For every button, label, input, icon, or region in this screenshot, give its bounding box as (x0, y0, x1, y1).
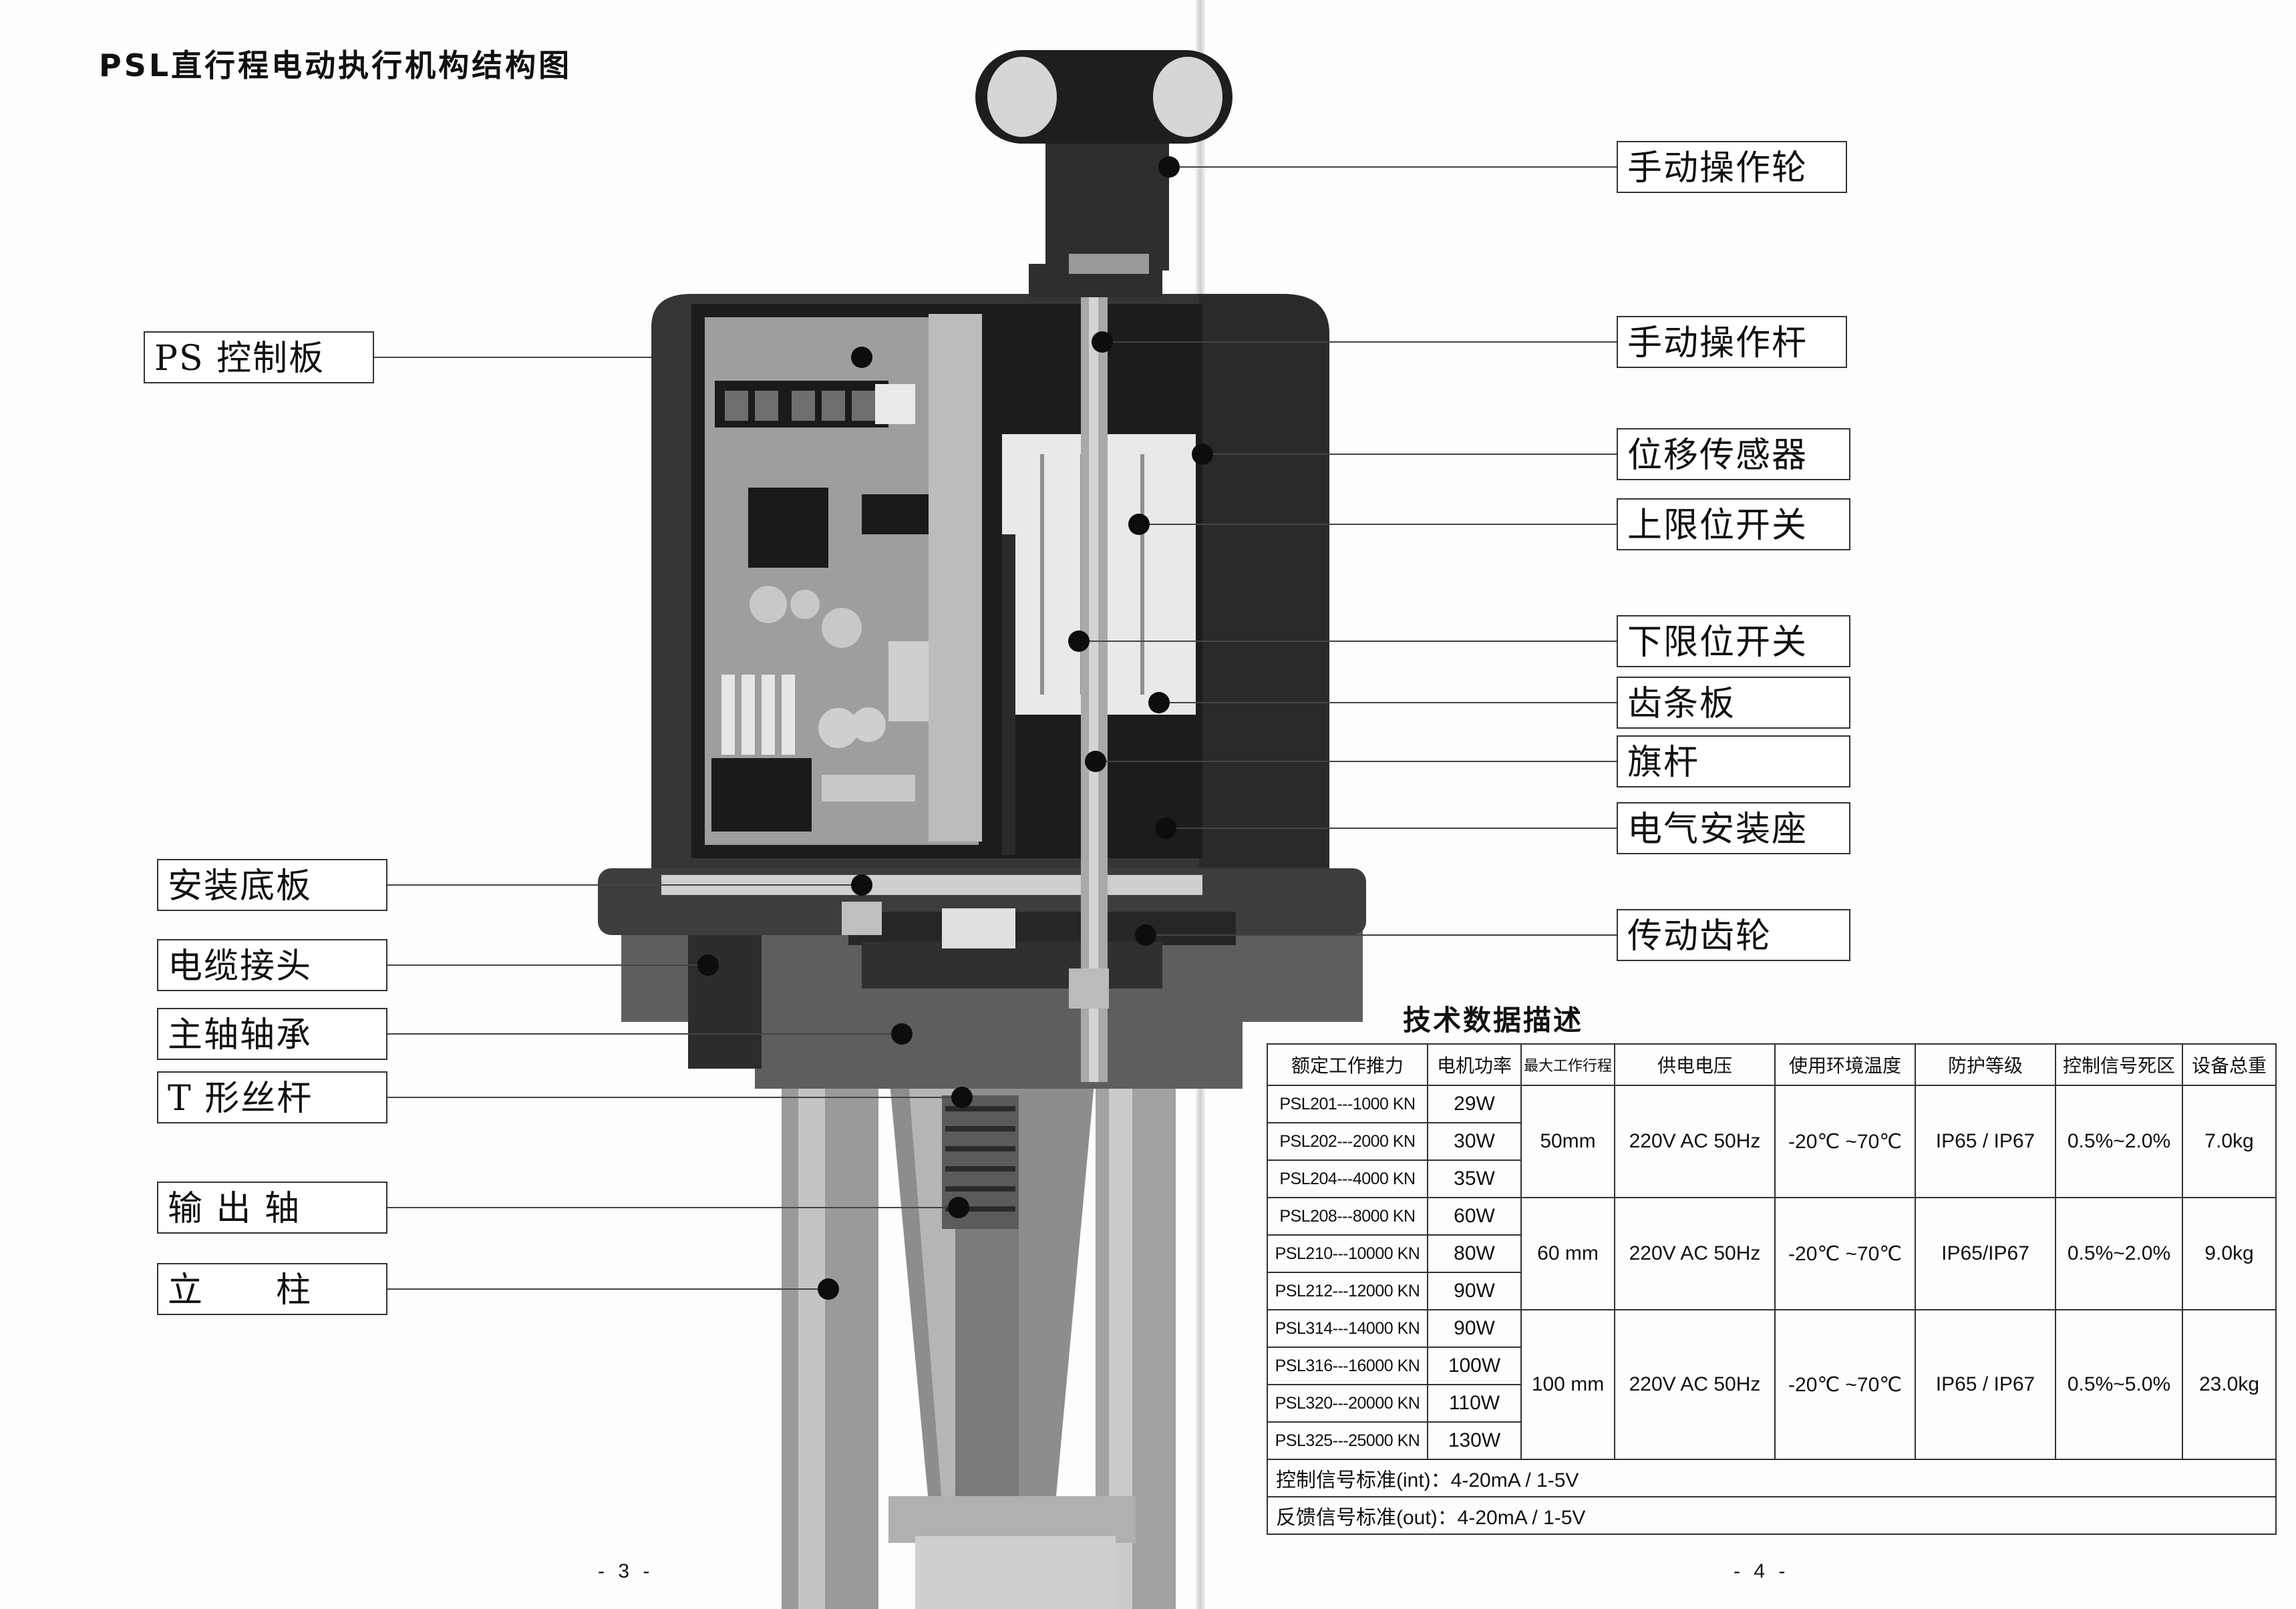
voltage-cell: 220V AC 50Hz (1614, 1197, 1776, 1310)
table-row: 控制信号标准(int)：4-20mA / 1-5V (1267, 1459, 2277, 1497)
deadband-cell: 0.5%~2.0% (2055, 1085, 2183, 1198)
power-cell: 90W (1427, 1309, 1522, 1348)
table-row: PSL212---12000 KN 90W (1267, 1272, 2276, 1310)
spec-title: 技术数据描述 (1403, 1004, 1584, 1037)
label-lower-limit-switch: 下限位开关 (1617, 615, 1850, 667)
model-cell: PSL316---16000 KN (1267, 1347, 1428, 1385)
spec-header-row: 额定工作推力 电机功率 最大工作行程 供电电压 使用环境温度 防护等级 控制信号… (1267, 1043, 2277, 1086)
power-cell: 130W (1427, 1421, 1522, 1460)
header-deadband: 控制信号死区 (2055, 1043, 2183, 1086)
power-cell: 60W (1427, 1197, 1522, 1236)
label-mounting-baseplate: 安装底板 (157, 859, 387, 911)
label-column: 立 柱 (157, 1263, 387, 1315)
label-spindle-bearing: 主轴轴承 (157, 1008, 387, 1060)
label-t-screw: T 形丝杆 (157, 1071, 387, 1123)
table-row: PSL204---4000 KN 35W (1267, 1159, 2276, 1198)
protection-cell: IP65 / IP67 (1915, 1309, 2056, 1460)
model-cell: PSL325---25000 KN (1267, 1421, 1428, 1460)
protection-cell: IP65 / IP67 (1915, 1085, 2056, 1198)
power-cell: 110W (1427, 1384, 1522, 1423)
table-row: 反馈信号标准(out)：4-20mA / 1-5V (1267, 1496, 2277, 1535)
power-cell: 35W (1427, 1159, 1522, 1198)
deadband-cell: 0.5%~2.0% (2055, 1197, 2183, 1310)
feedback-signal-note: 反馈信号标准(out)：4-20mA / 1-5V (1267, 1496, 2277, 1535)
table-row: PSL210---10000 KN 80W (1267, 1234, 2276, 1273)
table-row: PSL325---25000 KN 130W (1267, 1421, 2276, 1460)
table-row: PSL208---8000 KN 60W 60 mm 220V AC 50Hz … (1267, 1197, 2277, 1310)
label-manual-handwheel: 手动操作轮 (1617, 141, 1847, 193)
temperature-cell: -20℃ ~70℃ (1774, 1309, 1916, 1460)
control-signal-note: 控制信号标准(int)：4-20mA / 1-5V (1267, 1459, 2277, 1497)
header-motor-power: 电机功率 (1427, 1043, 1522, 1086)
page-title: PSL直行程电动执行机构结构图 (99, 47, 572, 83)
model-cell: PSL320---20000 KN (1267, 1384, 1428, 1423)
weight-cell: 23.0kg (2182, 1309, 2277, 1460)
header-temperature: 使用环境温度 (1774, 1043, 1916, 1086)
temperature-cell: -20℃ ~70℃ (1774, 1197, 1916, 1310)
weight-cell: 7.0kg (2182, 1085, 2277, 1198)
power-cell: 90W (1427, 1272, 1522, 1310)
label-ps-control-board: PS 控制板 (144, 331, 374, 383)
header-stroke: 最大工作行程 (1520, 1043, 1615, 1086)
model-cell: PSL208---8000 KN (1267, 1197, 1428, 1236)
stroke-cell: 60 mm (1520, 1197, 1615, 1310)
label-output-shaft: 输 出 轴 (157, 1182, 387, 1234)
label-rack-plate: 齿条板 (1617, 677, 1850, 729)
model-cell: PSL210---10000 KN (1267, 1234, 1428, 1273)
model-cell: PSL202---2000 KN (1267, 1122, 1428, 1161)
model-cell: PSL212---12000 KN (1267, 1272, 1428, 1310)
stroke-cell: 50mm (1520, 1085, 1615, 1198)
stroke-cell: 100 mm (1520, 1309, 1615, 1460)
table-row: PSL201---1000 KN 29W 50mm 220V AC 50Hz -… (1267, 1085, 2277, 1198)
table-row: PSL202---2000 KN 30W (1267, 1122, 2276, 1161)
table-row: PSL316---16000 KN 100W (1267, 1347, 2276, 1385)
page-number-left: - 3 - (598, 1560, 654, 1582)
header-voltage: 供电电压 (1614, 1043, 1776, 1086)
label-electrical-mount: 电气安装座 (1617, 802, 1850, 854)
power-cell: 80W (1427, 1234, 1522, 1273)
weight-cell: 9.0kg (2182, 1197, 2277, 1310)
label-transmission-gear: 传动齿轮 (1617, 909, 1850, 961)
power-cell: 100W (1427, 1347, 1522, 1385)
model-cell: PSL201---1000 KN (1267, 1085, 1428, 1123)
model-cell: PSL314---14000 KN (1267, 1309, 1428, 1348)
label-manual-lever: 手动操作杆 (1617, 316, 1847, 368)
protection-cell: IP65/IP67 (1915, 1197, 2056, 1310)
header-thrust: 额定工作推力 (1267, 1043, 1428, 1086)
header-weight: 设备总重 (2182, 1043, 2277, 1086)
power-cell: 30W (1427, 1122, 1522, 1161)
temperature-cell: -20℃ ~70℃ (1774, 1085, 1916, 1198)
voltage-cell: 220V AC 50Hz (1614, 1309, 1776, 1460)
voltage-cell: 220V AC 50Hz (1614, 1085, 1776, 1198)
table-row: PSL320---20000 KN 110W (1267, 1384, 2276, 1423)
power-cell: 29W (1427, 1085, 1522, 1123)
spec-table: 额定工作推力 电机功率 最大工作行程 供电电压 使用环境温度 防护等级 控制信号… (1267, 1043, 2277, 1535)
label-flag-rod: 旗杆 (1617, 735, 1850, 787)
header-protection: 防护等级 (1915, 1043, 2056, 1086)
page-number-right: - 4 - (1734, 1560, 1790, 1582)
table-row: PSL314---14000 KN 90W 100 mm 220V AC 50H… (1267, 1309, 2277, 1460)
model-cell: PSL204---4000 KN (1267, 1159, 1428, 1198)
label-cable-connector: 电缆接头 (157, 939, 387, 991)
label-upper-limit-switch: 上限位开关 (1617, 498, 1850, 550)
deadband-cell: 0.5%~5.0% (2055, 1309, 2183, 1460)
label-displacement-sensor: 位移传感器 (1617, 428, 1850, 480)
